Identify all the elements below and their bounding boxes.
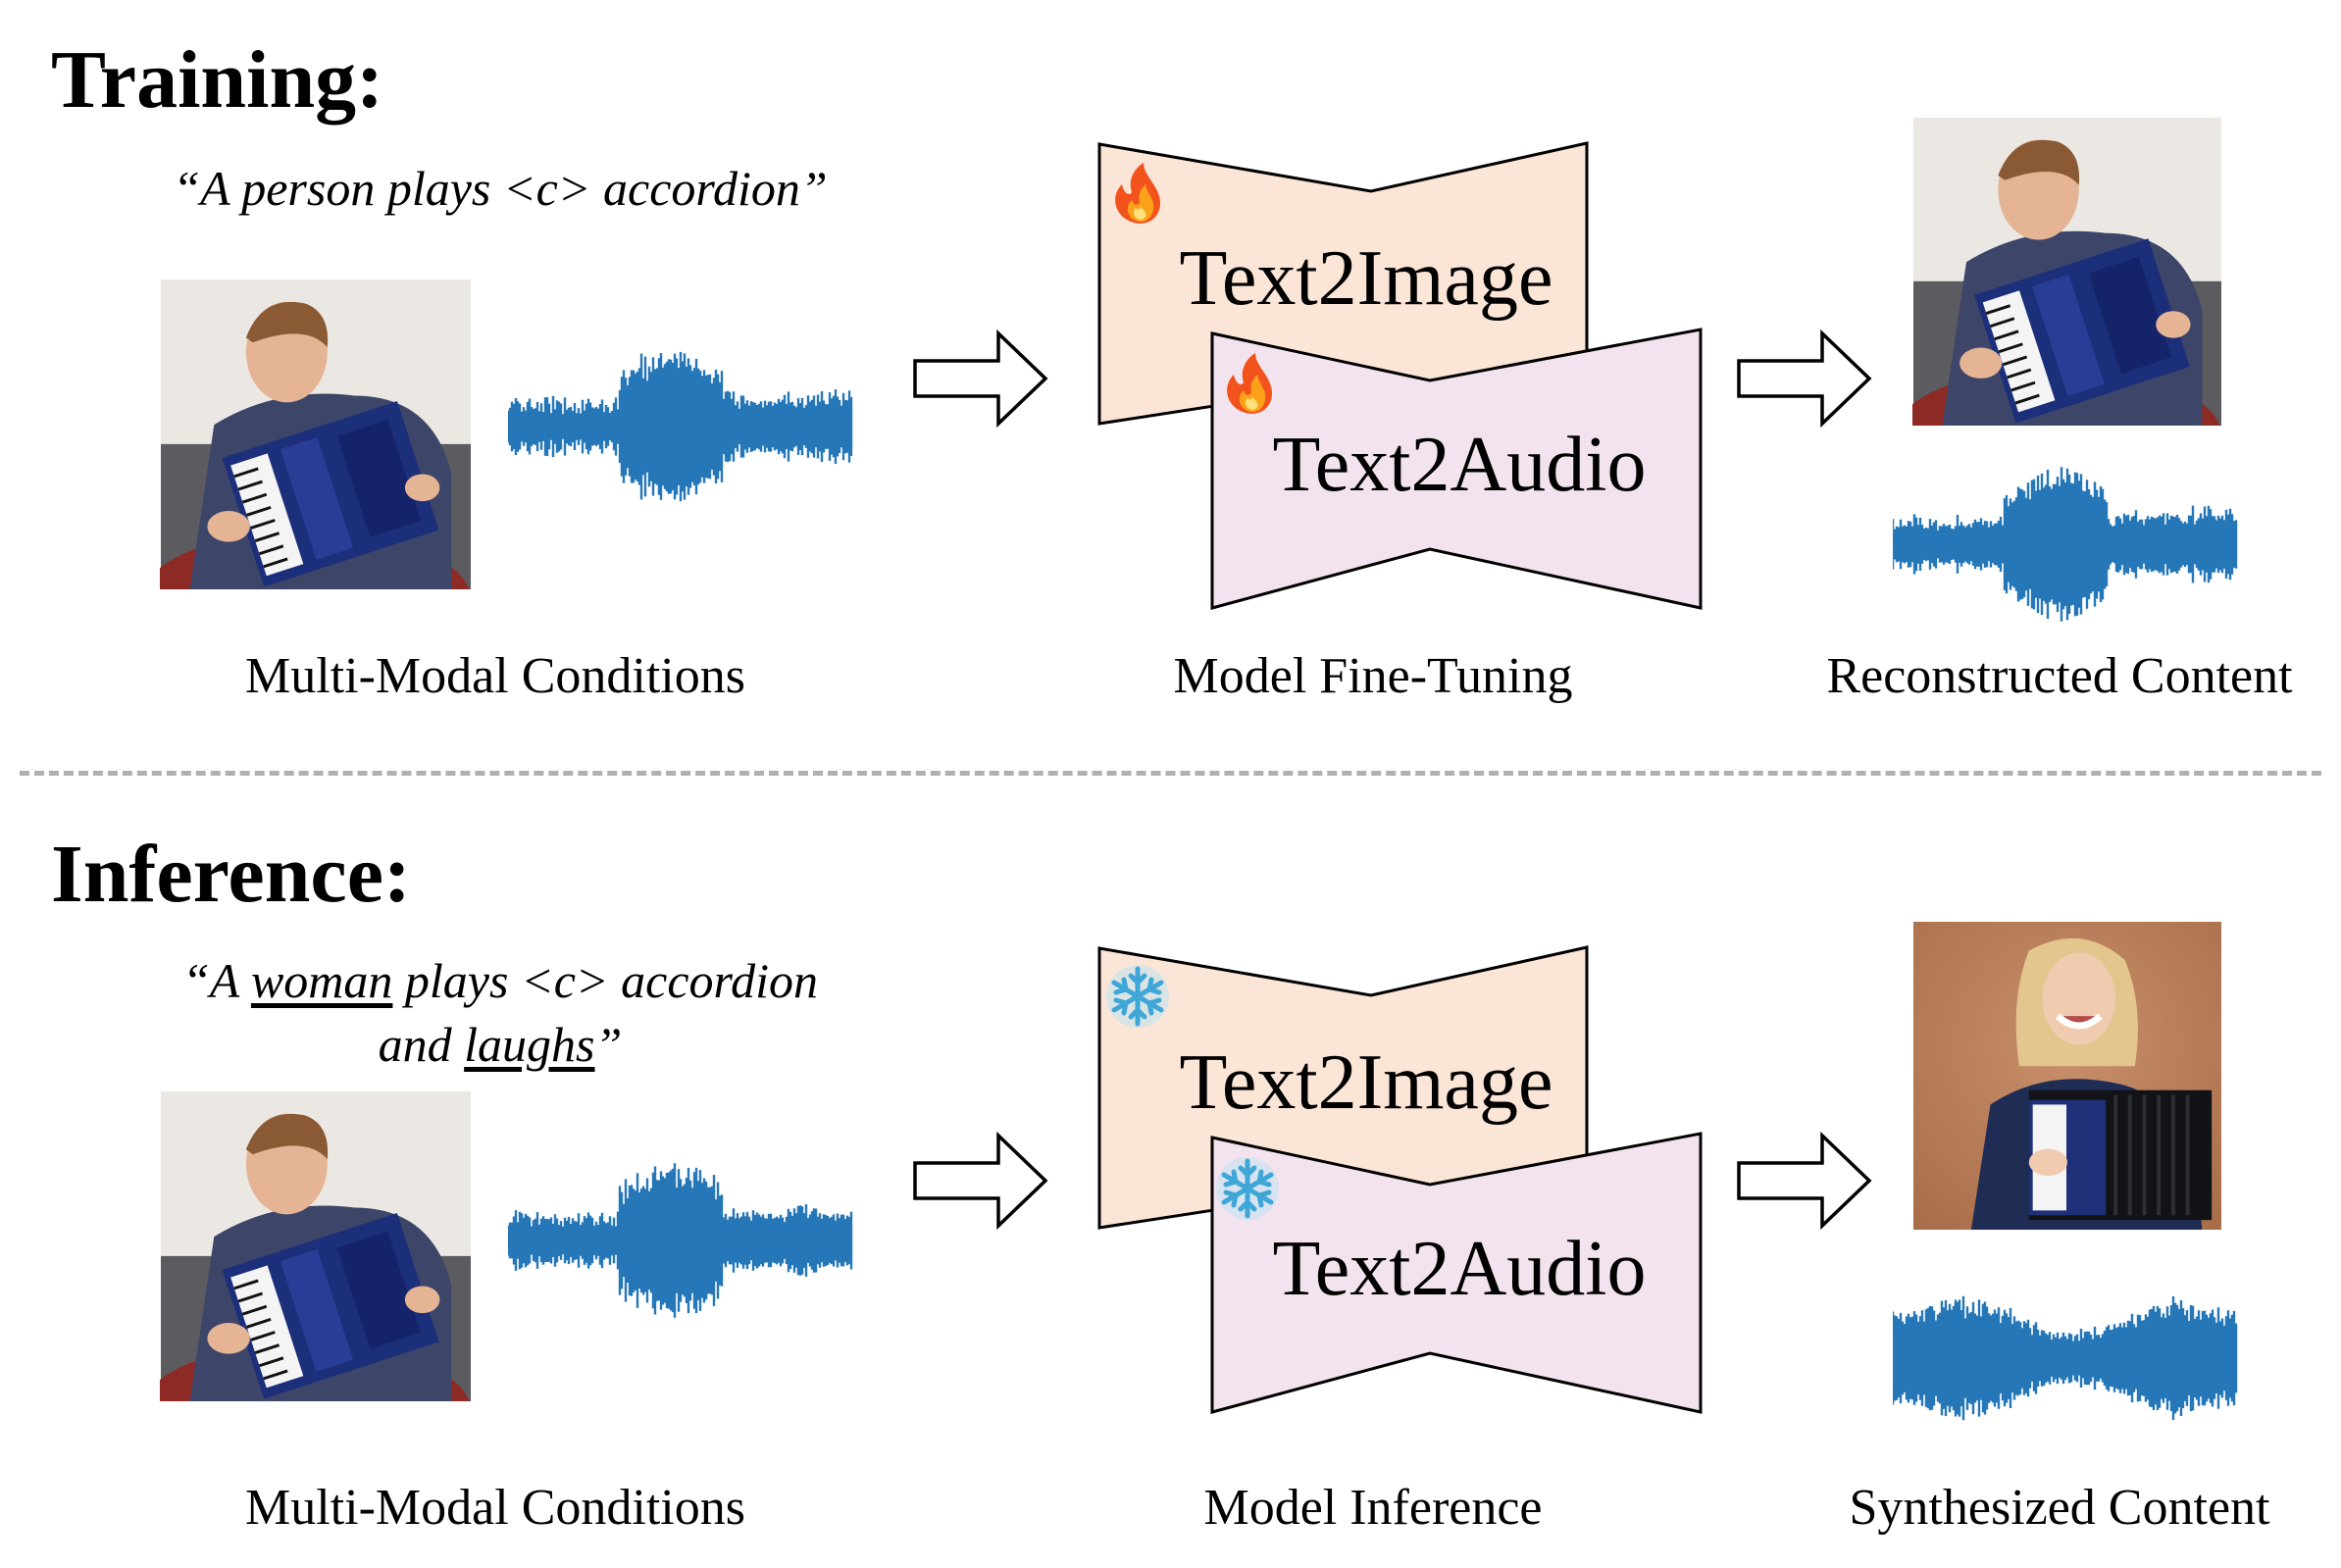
inference-model-caption: Model Inference xyxy=(1203,1480,1543,1536)
training-model-caption: Model Fine-Tuning xyxy=(1173,648,1573,704)
output-waveform-training xyxy=(1893,467,2238,622)
waveform-trace xyxy=(1893,467,2238,622)
waveform-trace xyxy=(1893,1295,2238,1421)
arrow-to-output-inference xyxy=(1736,1132,1873,1230)
condition-waveform-inference xyxy=(508,1163,853,1318)
text2image-label-inference: Text2Image xyxy=(1180,1039,1553,1126)
snowflake-icon xyxy=(1216,1157,1279,1220)
inference-title: Inference: xyxy=(51,829,411,920)
snowflake-icon xyxy=(1106,965,1169,1028)
condition-photo-man-training xyxy=(160,279,472,589)
text2audio-block-inference xyxy=(1210,1132,1703,1414)
prompt-underlined-woman: woman xyxy=(250,953,393,1008)
inference-conditions-caption: Multi-Modal Conditions xyxy=(245,1480,745,1536)
output-photo-man-training xyxy=(1912,118,2222,426)
training-conditions-caption: Multi-Modal Conditions xyxy=(245,648,745,704)
arrow-to-model-inference xyxy=(912,1132,1049,1230)
output-photo-woman-inference xyxy=(1912,922,2222,1230)
text2audio-label-inference: Text2Audio xyxy=(1272,1226,1646,1312)
condition-photo-man-inference xyxy=(160,1091,472,1401)
inference-output-caption: Synthesized Content xyxy=(1849,1480,2270,1536)
fire-icon xyxy=(1227,353,1273,414)
text2audio-label-training: Text2Audio xyxy=(1272,422,1646,508)
training-prompt: “A person plays <c> accordion” xyxy=(173,161,828,216)
condition-waveform-training xyxy=(508,351,853,502)
section-divider xyxy=(20,771,2321,776)
fire-icon xyxy=(1115,163,1161,224)
output-waveform-inference xyxy=(1893,1295,2238,1421)
model-pair-inference: Text2Image Text2Audio xyxy=(1097,945,1703,1414)
inference-prompt: “A woman plays <c> accordion and laughs” xyxy=(181,953,818,1072)
training-title: Training: xyxy=(51,34,384,126)
arrow-to-output-training xyxy=(1736,329,1873,428)
waveform-trace xyxy=(508,351,853,502)
training-output-caption: Reconstructed Content xyxy=(1826,648,2293,704)
arrow-to-model-training xyxy=(912,329,1049,428)
text2audio-block-training xyxy=(1210,328,1703,610)
prompt-underlined-laughs: laughs xyxy=(464,1017,595,1072)
model-pair-training: Text2Image Text2Audio xyxy=(1097,141,1703,610)
text2image-label-training: Text2Image xyxy=(1180,235,1553,322)
waveform-trace xyxy=(508,1163,853,1318)
